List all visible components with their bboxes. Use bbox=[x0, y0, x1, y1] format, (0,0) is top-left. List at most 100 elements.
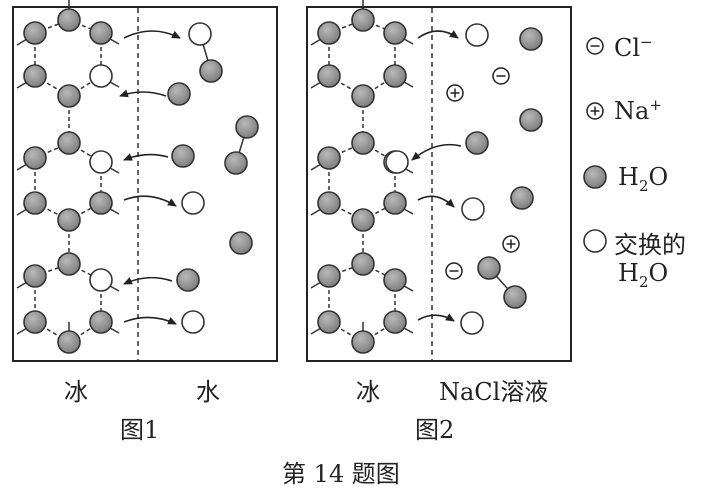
bond-stub bbox=[310, 163, 322, 171]
bond-stub bbox=[403, 285, 414, 292]
exchanged-water-molecule bbox=[89, 150, 113, 174]
water-molecule bbox=[23, 191, 47, 215]
water-molecule bbox=[351, 330, 375, 354]
exchanged-water-molecule bbox=[188, 22, 212, 46]
exchanged-water-molecule bbox=[461, 197, 485, 221]
water-molecule bbox=[199, 59, 223, 83]
exchange-arrow bbox=[119, 89, 167, 98]
panel2-nacl-label: NaCl溶液 bbox=[439, 378, 549, 406]
water-molecule bbox=[351, 8, 375, 32]
panel2-ice-label: 冰 bbox=[356, 378, 380, 406]
water-molecule bbox=[317, 191, 341, 215]
legend-water-icon bbox=[583, 165, 607, 189]
water-molecule bbox=[383, 21, 407, 45]
exchange-arrow bbox=[411, 143, 462, 161]
bond-stub bbox=[109, 167, 120, 174]
water-molecule bbox=[465, 131, 489, 155]
legend-icons bbox=[583, 165, 607, 253]
panel1-frame bbox=[12, 6, 278, 362]
water-molecule bbox=[23, 146, 47, 170]
bond-stub bbox=[403, 38, 414, 45]
legend-exchanged-water-icon bbox=[583, 229, 607, 253]
water-molecule bbox=[503, 285, 527, 309]
exchanged-water-molecule bbox=[89, 64, 113, 88]
bond-stub bbox=[109, 285, 120, 292]
arrows-layer bbox=[119, 30, 462, 325]
panel1-water-label: 水 bbox=[196, 378, 220, 406]
water-molecule bbox=[224, 151, 248, 175]
panel2-frame bbox=[306, 6, 572, 362]
bond-stub bbox=[310, 81, 322, 89]
exchanged-water-molecule bbox=[181, 310, 205, 334]
exchanged-water-molecule bbox=[385, 150, 409, 174]
exchange-arrow bbox=[417, 313, 455, 322]
water-molecule bbox=[317, 21, 341, 45]
bond-stub bbox=[16, 38, 28, 46]
water-molecule bbox=[510, 186, 534, 210]
exchanged-water-molecule bbox=[465, 23, 489, 47]
molecules-layer bbox=[23, 8, 604, 354]
water-molecule bbox=[235, 115, 259, 139]
bond-stub bbox=[109, 38, 120, 45]
bond-stub bbox=[403, 327, 414, 334]
water-molecule bbox=[519, 108, 543, 132]
exchange-arrow bbox=[417, 30, 459, 39]
exchange-arrow bbox=[123, 276, 173, 285]
exchange-arrow bbox=[123, 30, 181, 39]
exchanged-water-molecule bbox=[89, 268, 113, 292]
water-molecule bbox=[351, 84, 375, 108]
bond-stub bbox=[16, 163, 28, 171]
water-molecule bbox=[23, 64, 47, 88]
bond-stub bbox=[310, 281, 322, 289]
water-molecule bbox=[383, 191, 407, 215]
water-molecule bbox=[176, 268, 200, 292]
bond-stub bbox=[16, 81, 28, 89]
water-molecule bbox=[23, 310, 47, 334]
bond-stub bbox=[16, 208, 28, 216]
water-molecule bbox=[383, 268, 407, 292]
exchange-arrow bbox=[417, 195, 455, 208]
water-molecule bbox=[351, 131, 375, 155]
water-molecule bbox=[89, 21, 113, 45]
bond-stub bbox=[16, 327, 28, 335]
water-molecule bbox=[351, 252, 375, 276]
legend-exchanged-label-1: 交换的 bbox=[614, 231, 686, 259]
bond-stub bbox=[403, 208, 414, 215]
water-molecule bbox=[383, 310, 407, 334]
water-molecule bbox=[23, 21, 47, 45]
water-molecule bbox=[171, 144, 195, 168]
exchanged-water-molecule bbox=[460, 311, 484, 335]
water-molecule bbox=[317, 146, 341, 170]
exchange-arrow bbox=[123, 153, 169, 161]
water-molecule bbox=[351, 208, 375, 232]
water-molecule bbox=[57, 84, 81, 108]
water-molecule bbox=[317, 310, 341, 334]
panel1-caption: 图1 bbox=[120, 416, 160, 444]
water-molecule bbox=[317, 264, 341, 288]
bond-stub bbox=[310, 38, 322, 46]
panel1-ice-label: 冰 bbox=[64, 378, 88, 406]
panel2-caption: 图2 bbox=[415, 416, 455, 444]
water-molecule bbox=[57, 208, 81, 232]
water-molecule bbox=[57, 131, 81, 155]
water-molecule bbox=[23, 264, 47, 288]
water-molecule bbox=[167, 82, 191, 106]
exchange-arrow bbox=[123, 316, 177, 325]
figure-caption: 第 14 题图 bbox=[282, 460, 400, 488]
water-molecule bbox=[57, 330, 81, 354]
water-molecule bbox=[477, 256, 501, 280]
water-molecule bbox=[89, 310, 113, 334]
legend-sodium-label: Na+ bbox=[614, 96, 662, 125]
bond-stub bbox=[109, 208, 120, 215]
bond-stub bbox=[403, 81, 414, 88]
legend-chloride-label: Cl− bbox=[614, 33, 653, 62]
water-molecule bbox=[89, 191, 113, 215]
bonds-layer bbox=[16, 0, 516, 343]
bond-stub bbox=[310, 208, 322, 216]
bond-stub bbox=[109, 327, 120, 334]
water-molecule bbox=[519, 27, 543, 51]
bond-stub bbox=[16, 281, 28, 289]
exchange-arrow bbox=[123, 195, 177, 207]
